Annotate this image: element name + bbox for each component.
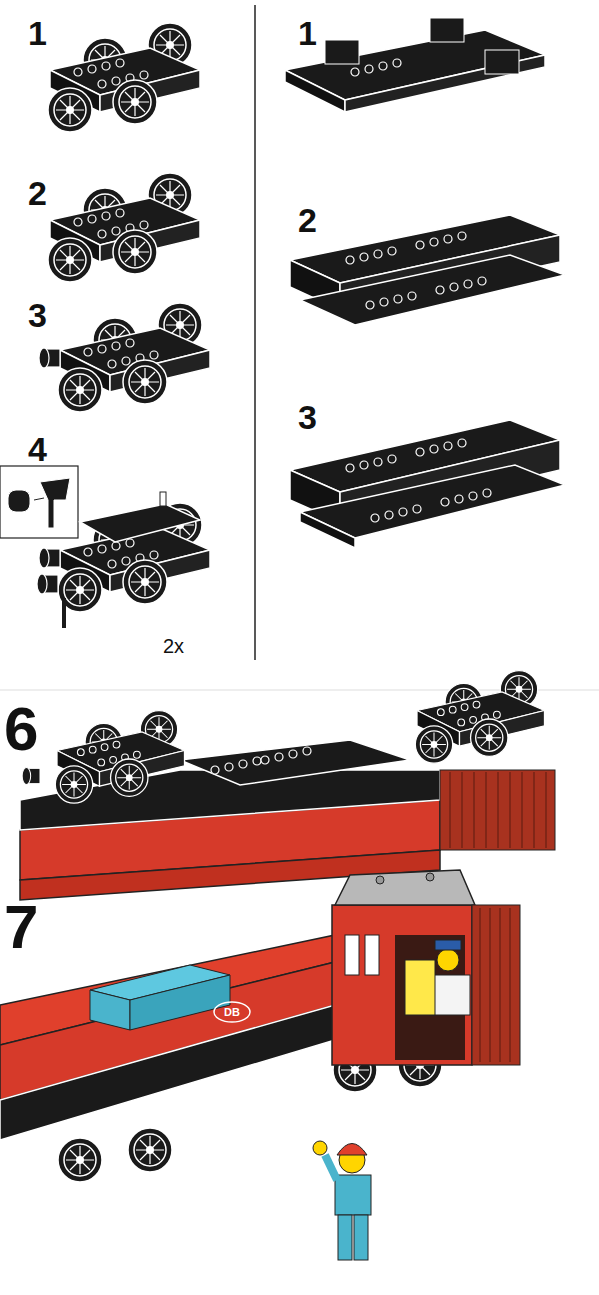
- step-number: 2: [28, 176, 47, 210]
- step-number: 2x: [163, 636, 184, 656]
- step-number: 3: [28, 298, 47, 332]
- step-number: 1: [28, 16, 47, 50]
- step-number: 6: [4, 698, 38, 760]
- logo-text: DB: [224, 1007, 240, 1018]
- step-number: 2: [298, 203, 317, 237]
- step-number: 7: [4, 896, 38, 958]
- step-number: 3: [298, 400, 317, 434]
- step-number: 1: [298, 16, 317, 50]
- step-number: 4: [28, 432, 47, 466]
